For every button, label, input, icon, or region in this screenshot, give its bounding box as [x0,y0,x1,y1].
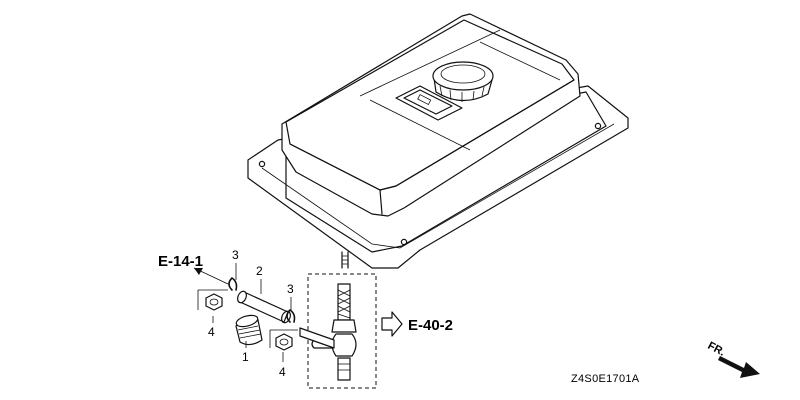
fuel-gauge-window [395,85,463,121]
part-label-2: 2 [256,264,263,278]
reference-e40-2: E-40-2 [381,311,453,337]
front-direction-indicator: FR. [706,340,760,378]
part-label-4-lower: 4 [279,365,286,379]
tube-clip-upper [228,277,238,291]
hex-nut-lower [275,333,293,351]
part-label-3-lower: 3 [287,282,294,296]
reference-label-left: E-14-1 [158,253,203,270]
part-label-1: 1 [242,350,249,364]
fuel-tank [247,13,629,269]
reference-label-right: E-40-2 [408,317,453,334]
strainer-cup [235,314,263,346]
figure-code: Z4S0E1701A [571,373,640,385]
hollow-arrow-right-icon [381,311,403,337]
leader-lines [197,263,298,362]
hex-nut-upper [205,293,223,311]
part-label-4-upper: 4 [208,325,215,339]
fuel-tank-cap [432,61,494,102]
front-arrow-icon [718,356,760,378]
fuel-tube [237,290,291,324]
part-label-3-upper: 3 [232,248,239,262]
arrow-left-icon [194,268,203,275]
fuel-valve-assembly [299,273,377,389]
tube-clip-lower [286,309,296,323]
reference-e14-1: E-14-1 [158,253,229,285]
front-direction-label: FR. [706,340,727,359]
